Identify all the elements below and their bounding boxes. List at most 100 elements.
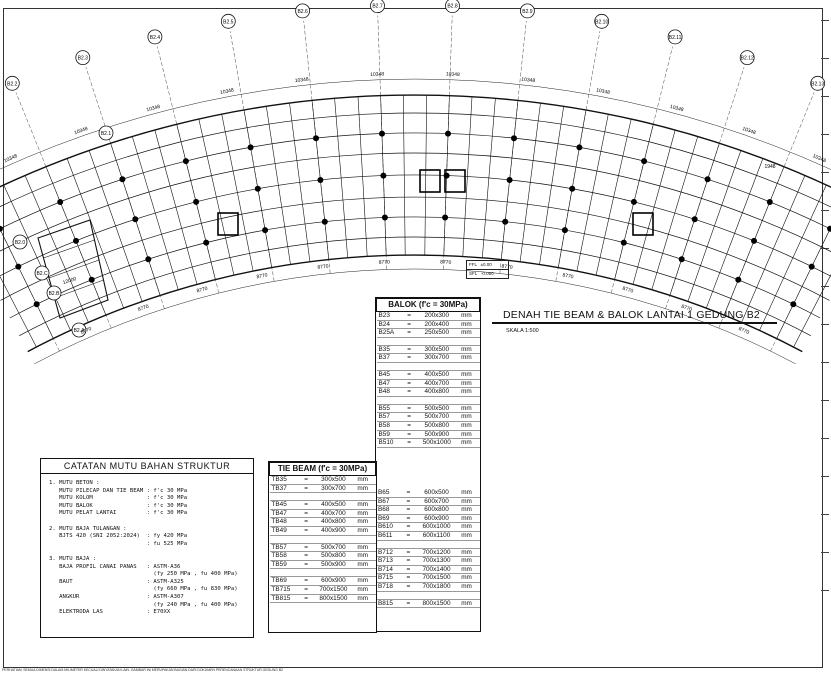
radial-beam <box>198 118 235 276</box>
note-line <box>49 548 253 556</box>
table-gap-row <box>269 535 376 544</box>
table-gap-cell <box>376 591 480 600</box>
equals-sign: = <box>300 517 312 527</box>
radial-beam <box>687 150 742 302</box>
border-tick <box>821 590 829 591</box>
equals-sign: = <box>402 548 414 558</box>
radial-beam <box>289 102 311 262</box>
axis-label: B2.12 <box>741 56 754 62</box>
column-marker <box>808 263 815 270</box>
unit: mm <box>459 556 480 566</box>
column-marker <box>691 216 698 223</box>
dimension-arc-bottom <box>34 268 796 365</box>
unit: mm <box>355 475 376 485</box>
table-gap-row <box>376 540 480 549</box>
column-marker <box>132 216 139 223</box>
member-size: 500x800 <box>414 421 460 431</box>
dimension-top-text: 10348 <box>295 77 310 85</box>
left-wing-beam <box>43 239 95 259</box>
elevation-sfl: SFL -0.050 <box>469 271 494 276</box>
dimension-bottom-text: 8770 <box>440 259 452 265</box>
unit: mm <box>459 379 480 389</box>
radial-beam <box>519 102 541 262</box>
column-marker <box>119 176 126 183</box>
note-line: : fu 525 MPa <box>49 540 188 547</box>
column-marker <box>145 256 152 263</box>
member-size: 700x1500 <box>413 573 460 583</box>
unit: mm <box>459 353 480 363</box>
unit: mm <box>355 484 376 494</box>
footer-note: PERHATIAN: SEMUA DIMENSI DALAM MILIMETER… <box>2 668 283 672</box>
unit: mm <box>355 526 376 536</box>
member-size: 400x700 <box>311 509 356 519</box>
plan-axis-bubbles: B2.1B2.2B2.3B2.4B2.5B2.6B2.7B2.8B2.9B2.1… <box>4 0 826 338</box>
axis-label: B2.4 <box>150 35 161 41</box>
member-code: B713 <box>376 556 403 566</box>
column-marker <box>381 214 388 221</box>
axis-label: B2.1 <box>101 131 112 137</box>
beam-arc <box>0 112 831 208</box>
member-code: B714 <box>376 565 403 575</box>
radial-beam <box>482 98 496 258</box>
equals-sign: = <box>300 509 312 519</box>
axis-bubble <box>12 234 28 250</box>
dimension-bottom-text: 8770 <box>379 259 391 265</box>
member-size: 500x800 <box>311 551 356 561</box>
border-tick <box>821 134 829 135</box>
radial-beam <box>403 95 406 256</box>
table-gap-cell <box>376 540 480 549</box>
member-code: B23 <box>376 311 404 321</box>
border-tick <box>821 438 829 439</box>
unit: mm <box>459 311 480 321</box>
equals-sign: = <box>403 430 415 440</box>
equals-sign: = <box>300 475 312 485</box>
member-size: 400x900 <box>311 526 356 536</box>
radial-beam <box>539 106 564 265</box>
radial-beam <box>88 150 143 302</box>
axis-bubble <box>34 265 50 281</box>
beam-arc <box>0 196 830 301</box>
member-code: B68 <box>376 505 403 515</box>
radial-beam <box>0 275 37 348</box>
member-code: B712 <box>376 548 403 558</box>
unit: mm <box>459 320 480 330</box>
equals-sign: = <box>300 500 312 510</box>
axis-bubble <box>147 29 163 45</box>
member-code: B610 <box>376 522 403 532</box>
border-tick <box>821 210 829 211</box>
member-size: 800x1500 <box>311 594 356 604</box>
equals-sign: = <box>402 514 414 524</box>
dimension-bottom-text: 8770 <box>80 326 93 336</box>
dimension-bottom-text: 8770 <box>317 264 329 271</box>
unit: mm <box>459 522 480 532</box>
member-size: 600x900 <box>413 514 460 524</box>
unit: mm <box>459 514 480 524</box>
column-marker <box>262 227 269 234</box>
dimension-bottom-text: 8770 <box>256 272 268 280</box>
border-tick <box>821 324 829 325</box>
axis-label: B2.3 <box>78 56 89 62</box>
unit: mm <box>459 370 480 380</box>
axis-bubble <box>75 50 91 65</box>
equals-sign: = <box>402 599 414 609</box>
radial-beam <box>66 158 124 309</box>
column-marker <box>576 144 583 151</box>
sheet-border <box>3 8 823 668</box>
plan-columns <box>0 130 831 308</box>
column-marker <box>313 135 319 142</box>
equals-sign: = <box>403 387 415 397</box>
axis-label: B2.B <box>49 291 61 297</box>
column-marker <box>443 172 450 179</box>
unit: mm <box>355 543 376 553</box>
member-size: 600x1100 <box>413 531 460 541</box>
